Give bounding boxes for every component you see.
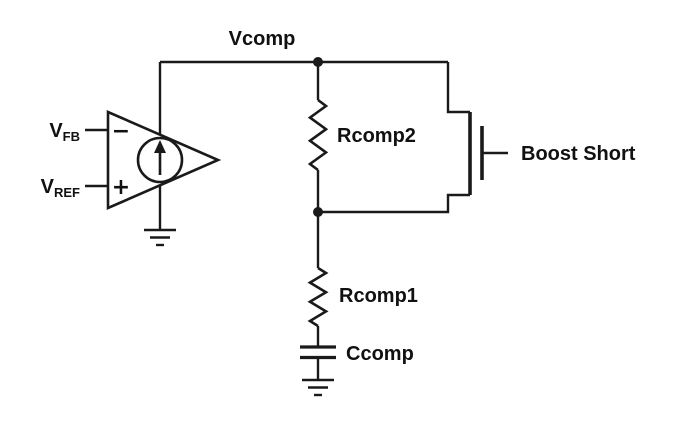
current-source-arrow-head bbox=[154, 140, 166, 153]
rcomp2-label: Rcomp2 bbox=[337, 125, 416, 147]
rcomp1-label: Rcomp1 bbox=[339, 285, 418, 307]
ground-symbol-ccomp bbox=[302, 378, 334, 397]
boost-short-label: Boost Short bbox=[521, 143, 636, 165]
vfb-label: VFB bbox=[49, 120, 80, 144]
vcomp-label: Vcomp bbox=[229, 28, 296, 50]
capacitor-ccomp bbox=[300, 345, 336, 360]
vref-label: VREF bbox=[41, 176, 80, 200]
inverting-input-sign: − bbox=[112, 119, 130, 144]
ccomp-label: Ccomp bbox=[346, 343, 414, 365]
resistor-rcomp1 bbox=[307, 266, 329, 328]
resistor-rcomp2 bbox=[307, 98, 329, 172]
mosfet-source-wire bbox=[318, 193, 470, 214]
ground-symbol-amp bbox=[144, 228, 176, 247]
noninverting-input-sign: + bbox=[112, 175, 130, 200]
mosfet-drain-wire bbox=[446, 62, 470, 114]
